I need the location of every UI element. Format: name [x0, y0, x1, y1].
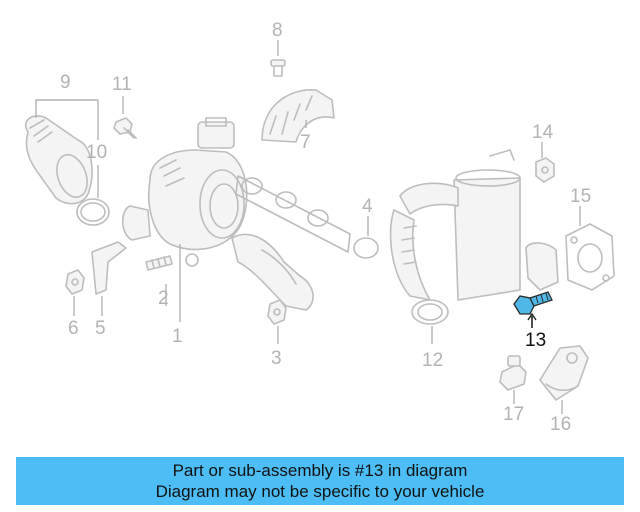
part-5-bracket	[91, 241, 127, 295]
banner-line-2: Diagram may not be specific to your vehi…	[155, 482, 485, 501]
callout-15: 15	[570, 186, 591, 207]
manifold-gasket	[235, 175, 379, 259]
callout-9: 9	[60, 72, 71, 93]
part-1-turbocharger	[121, 117, 248, 267]
banner-line-1: Part or sub-assembly is #13 in diagram	[172, 461, 468, 480]
callout-10: 10	[86, 142, 107, 163]
callout-7: 7	[300, 132, 311, 153]
part-2-stud	[145, 255, 173, 271]
callout-16: 16	[550, 414, 571, 435]
part-6-nut	[65, 269, 85, 295]
exhaust-manifold	[231, 233, 314, 311]
callout-2: 2	[158, 288, 169, 309]
info-banner: Part or sub-assembly is #13 in diagram D…	[16, 457, 624, 505]
callout-4: 4	[362, 196, 373, 217]
part-3-nut	[267, 299, 287, 325]
part-14-nut	[535, 157, 555, 183]
part-17-plug	[499, 355, 527, 391]
part-16-bracket	[539, 345, 589, 401]
part-7-heat-shield	[261, 89, 335, 143]
callout-13: 13	[525, 330, 546, 351]
callout-8: 8	[272, 20, 283, 41]
callout-1: 1	[172, 326, 183, 347]
parts-diagram: 9 10 11 8 7 2 1	[24, 20, 615, 435]
part-8-screw	[270, 59, 286, 77]
catalytic-converter	[389, 149, 559, 325]
part-11-bolt	[113, 117, 137, 139]
callout-12: 12	[422, 350, 443, 371]
part-9-intake-hose	[24, 115, 93, 205]
callout-3: 3	[271, 348, 282, 369]
part-10-gasket-ring	[76, 198, 110, 226]
part-13-bolt-highlighted[interactable]	[513, 291, 553, 315]
callout-11: 11	[112, 74, 132, 95]
part-15-gasket	[565, 223, 615, 291]
callout-17: 17	[503, 404, 524, 425]
callout-14: 14	[532, 122, 554, 143]
callout-6: 6	[68, 318, 79, 339]
callout-5: 5	[95, 318, 106, 339]
